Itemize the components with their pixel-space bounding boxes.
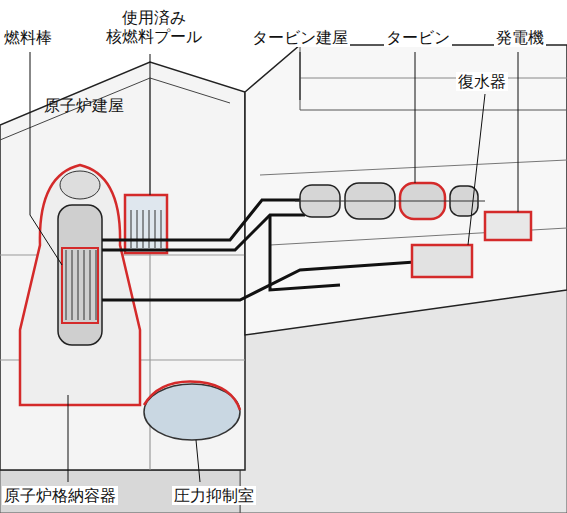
part-label: 圧力抑制室 bbox=[172, 486, 256, 505]
part-label: 発電機 bbox=[494, 28, 546, 47]
part-label: 原子炉格納容器 bbox=[2, 486, 118, 505]
reactor-vessel bbox=[58, 205, 102, 345]
condenser bbox=[412, 245, 472, 277]
part-label: タービン建屋 bbox=[250, 28, 350, 47]
spent-fuel-pool bbox=[125, 195, 167, 253]
fuel-racks bbox=[131, 210, 161, 248]
part-label: 使用済み 核燃料プール bbox=[96, 8, 212, 46]
part-label: 原子炉建屋 bbox=[42, 96, 126, 115]
suppression-chamber bbox=[144, 384, 240, 440]
containment-vessel bbox=[20, 165, 140, 405]
reactor-building bbox=[0, 62, 245, 470]
roof-truss bbox=[300, 78, 567, 79]
fuel-rods bbox=[66, 250, 96, 320]
suppression-outline bbox=[144, 381, 240, 410]
fuel-core bbox=[62, 248, 98, 323]
generator bbox=[485, 212, 531, 240]
turbine bbox=[295, 183, 485, 219]
part-label: 燃料棒 bbox=[2, 28, 54, 47]
roof-truss bbox=[300, 45, 567, 110]
part-label: タービン bbox=[384, 28, 452, 47]
containment-dome bbox=[60, 171, 100, 199]
deck-line bbox=[260, 160, 567, 175]
roof-line bbox=[0, 78, 230, 140]
part-label: 復水器 bbox=[456, 72, 508, 91]
turbine-building bbox=[245, 45, 567, 335]
leader-lines bbox=[30, 52, 518, 482]
